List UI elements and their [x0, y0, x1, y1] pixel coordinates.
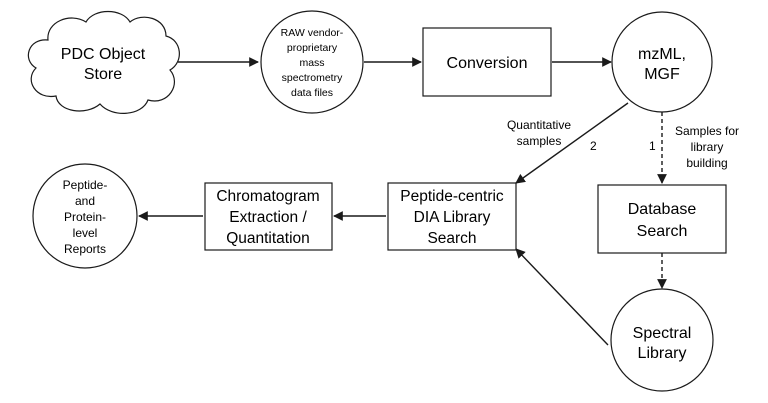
node-label-line: Conversion	[447, 55, 528, 72]
node-conversion: Conversion	[422, 27, 552, 97]
edge-number-1: 1	[649, 139, 656, 153]
node-label-line: mass	[299, 57, 324, 69]
node-label-line: data files	[291, 87, 333, 99]
node-label-line: Extraction /	[229, 209, 307, 226]
circle-shape	[32, 163, 138, 269]
node-label-line: DIA Library	[414, 209, 491, 226]
box-shape	[597, 184, 727, 254]
edge-label-line: building	[686, 156, 727, 170]
node-dia-library-search: Peptide-centric DIA Library Search	[387, 182, 517, 251]
node-database-search: Database Search	[597, 184, 727, 254]
node-label-line: Protein-	[64, 210, 106, 224]
node-chromatogram-extraction: Chromatogram Extraction / Quantitation	[204, 182, 333, 251]
node-label-line: Quantitation	[226, 230, 310, 247]
node-label-line: Store	[84, 66, 122, 83]
edge-label-line: Quantitative	[507, 118, 571, 132]
edge-label-line: library	[691, 140, 724, 154]
node-label-line: Reports	[64, 242, 106, 256]
node-label-line: mzML,	[638, 46, 686, 63]
node-label-line: Library	[638, 345, 687, 362]
node-label-line: Spectral	[633, 325, 692, 342]
edge-number-2: 2	[590, 139, 597, 153]
edge-mzml-to-dia-search	[515, 102, 629, 184]
box-shape	[204, 182, 333, 251]
circle-shape	[610, 288, 714, 392]
node-label-line: Chromatogram	[216, 188, 319, 205]
edge-spectral-library-to-dia-search	[515, 248, 609, 346]
edge-label-line: samples	[517, 134, 562, 148]
box-shape	[387, 182, 517, 251]
node-label-line: Search	[427, 230, 476, 247]
node-label-line: Peptide-	[63, 178, 108, 192]
node-label-line: proprietary	[287, 42, 338, 54]
edge-label-library-building: Samples for library building	[675, 124, 739, 170]
node-spectral-library: Spectral Library	[610, 288, 714, 392]
box-shape	[422, 27, 552, 97]
node-label-line: RAW vendor-	[281, 27, 344, 39]
node-label-line: Search	[637, 223, 688, 240]
node-label-line: Peptide-centric	[400, 188, 504, 205]
node-label-line: level	[73, 226, 98, 240]
cloud-shape	[27, 10, 180, 114]
node-label-line: Database	[628, 201, 697, 218]
circle-shape	[260, 10, 364, 114]
node-raw-data-files: RAW vendor- proprietary mass spectrometr…	[260, 10, 364, 114]
node-label-line: spectrometry	[282, 72, 343, 84]
node-reports: Peptide- and Protein- level Reports	[32, 163, 138, 269]
node-label-line: and	[75, 194, 95, 208]
node-pdc-object-store: PDC Object Store	[27, 10, 180, 114]
edge-label-line: Samples for	[675, 124, 739, 138]
edge-label-quantitative-samples: Quantitative samples	[507, 118, 571, 148]
circle-shape	[611, 11, 713, 113]
node-label-line: MGF	[644, 66, 680, 83]
node-label-line: PDC Object	[61, 46, 146, 63]
node-mzml-mgf: mzML, MGF	[611, 11, 713, 113]
